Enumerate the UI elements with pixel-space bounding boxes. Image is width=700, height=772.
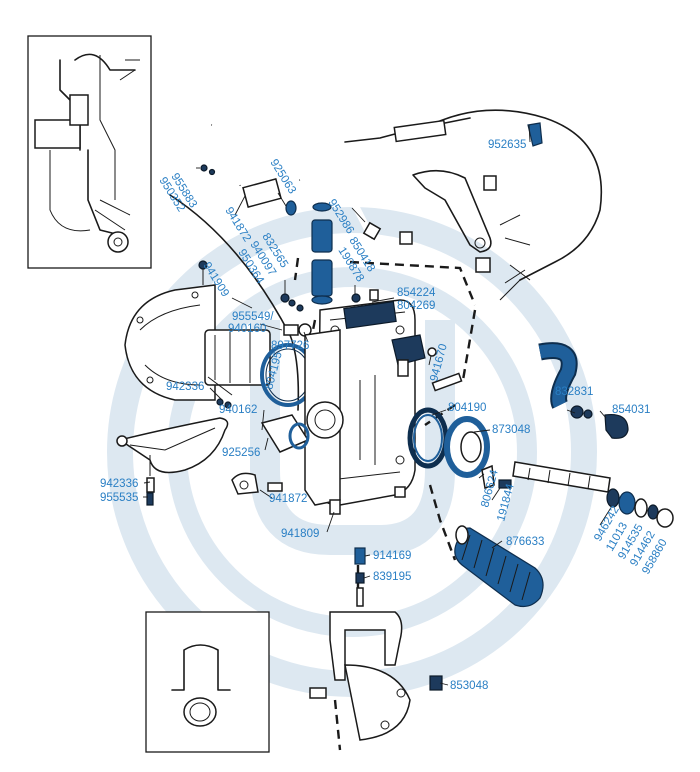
leader-lines <box>143 124 613 686</box>
label-940160: 940160 <box>228 323 266 335</box>
label-832831: 832831 <box>555 386 593 398</box>
label-854031: 854031 <box>612 404 650 416</box>
control-cable <box>344 109 603 301</box>
bellows-876633 <box>454 525 544 608</box>
inset-frame-cable-detail <box>27 35 152 269</box>
label-804190: 804190 <box>448 402 486 414</box>
lower-cover-left <box>116 417 229 506</box>
control-wire <box>169 194 300 411</box>
label-941872-lower: 941872 <box>269 493 307 505</box>
label-853048: 853048 <box>450 680 488 692</box>
label-914169: 914169 <box>373 550 411 562</box>
label-942336-upper: 942336 <box>166 381 204 393</box>
small-fasteners <box>207 289 379 409</box>
drive-shaft <box>512 461 674 528</box>
label-854224: 854224 <box>397 287 436 299</box>
label-897726: 897726 <box>271 340 309 352</box>
label-804269: 804269 <box>397 300 435 312</box>
label-952635: 952635 <box>488 139 526 151</box>
tab-806624 <box>481 464 512 489</box>
elbow-fitting-925256 <box>231 414 310 495</box>
label-925256: 925256 <box>222 447 260 459</box>
label-941809: 941809 <box>281 528 319 540</box>
label-942336-lower: 942336 <box>100 478 138 490</box>
exhaust-pipes-upper <box>200 121 376 240</box>
label-839195: 839195 <box>373 571 411 583</box>
label-955535: 955535 <box>100 492 138 504</box>
label-873048: 873048 <box>492 424 530 436</box>
label-955549: 955549/ <box>232 311 274 323</box>
lower-yoke <box>309 547 443 741</box>
bearing-housing-873048 <box>444 416 490 478</box>
transom-plate <box>304 299 463 515</box>
exhaust-elbow-832831 <box>538 342 629 439</box>
label-876633: 876633 <box>506 536 544 548</box>
hose-stack <box>311 202 413 305</box>
label-940162: 940162 <box>219 404 257 416</box>
inset-frame-clip-detail <box>145 611 270 753</box>
bell-housing <box>124 260 271 401</box>
mounting-bracket-upper <box>412 169 531 281</box>
